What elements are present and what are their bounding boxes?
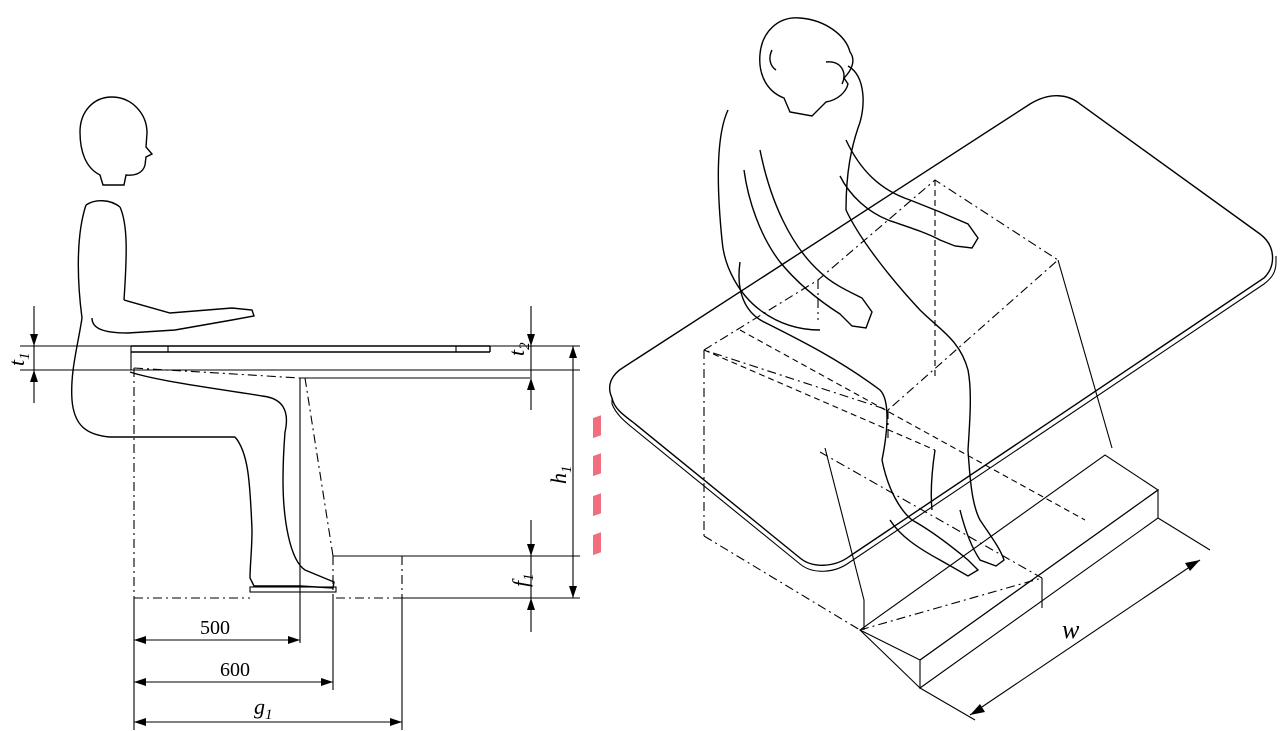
leg-clearance-lines xyxy=(133,367,530,643)
dim-600: 600 xyxy=(134,598,334,690)
leg-clearance-box-iso xyxy=(702,179,1113,631)
desk-top-iso xyxy=(608,95,1277,572)
footrest-side xyxy=(332,555,580,599)
dim-g1: g1 xyxy=(134,598,403,730)
dim-t1: t1 xyxy=(4,306,38,403)
dim-500-label: 500 xyxy=(200,617,230,639)
dim-f1: f1 xyxy=(508,520,537,632)
dim-500: 500 xyxy=(133,598,300,730)
g1-label: g1 xyxy=(254,694,273,723)
divider-marker xyxy=(593,415,601,556)
seated-person-iso-figure xyxy=(717,17,1005,577)
h1-label: h1 xyxy=(546,466,575,485)
dim-t2: t2 xyxy=(504,306,535,410)
f1-label: f1 xyxy=(508,573,537,587)
t1-label: t1 xyxy=(4,352,33,366)
footrest-box-iso xyxy=(819,451,1159,690)
w-label: w xyxy=(1062,615,1080,644)
seated-person-side-figure xyxy=(70,96,337,593)
side-view: t1 t2 h1 f1 500 xyxy=(4,96,580,730)
desk-top-side xyxy=(20,345,580,371)
isometric-view: w xyxy=(608,17,1277,721)
dim-600-label: 600 xyxy=(220,659,250,681)
dim-w: w xyxy=(919,517,1211,721)
t2-label: t2 xyxy=(504,342,533,356)
dim-h1: h1 xyxy=(546,346,577,598)
